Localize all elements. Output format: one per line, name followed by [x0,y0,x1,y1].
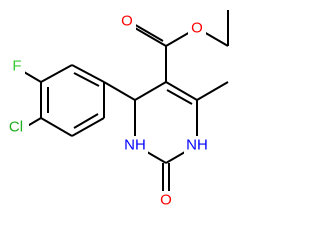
molecule-structure: F Cl O O NH NH O [3,10,229,209]
bond-ring-1-inner [73,72,100,87]
ring-nh-right-label: NH [186,137,208,154]
bond-c-f [23,71,42,83]
bond-carbonyl-o-b [131,22,164,42]
label-bg-cl [3,118,29,136]
bond-carbonyl-o-a [134,27,167,47]
atom-label-layer: F Cl O O NH NH O [3,12,210,209]
bond-ring-6 [40,64,73,83]
ester-ether-oxygen-label: O [191,20,203,37]
bond-ring-3-inner [73,113,99,129]
bond-c5-c6 [165,81,198,101]
bond-ring-4 [40,117,73,137]
label-bg-nh-left [122,136,148,154]
bond-c4-c5 [134,81,167,101]
label-bg-f [9,57,25,75]
chlorine-label: Cl [9,119,23,136]
bond-c5-c6-inner [166,89,193,105]
urea-oxygen-label: O [160,192,172,209]
bond-layer [23,10,229,196]
bond-aryl-c4 [103,81,136,101]
label-bg-nh-right [184,136,210,154]
label-bg-o-carbonyl [118,12,136,30]
ring-nh-left-label: NH [124,137,146,154]
fluorine-label: F [12,58,21,75]
ester-carbonyl-oxygen-label: O [121,13,133,30]
bond-ring-3 [71,117,105,137]
label-bg-o-ether [188,19,206,37]
bond-ring-1 [71,64,105,83]
label-bg-o-urea [157,191,175,209]
bond-c6-methyl [196,81,229,101]
